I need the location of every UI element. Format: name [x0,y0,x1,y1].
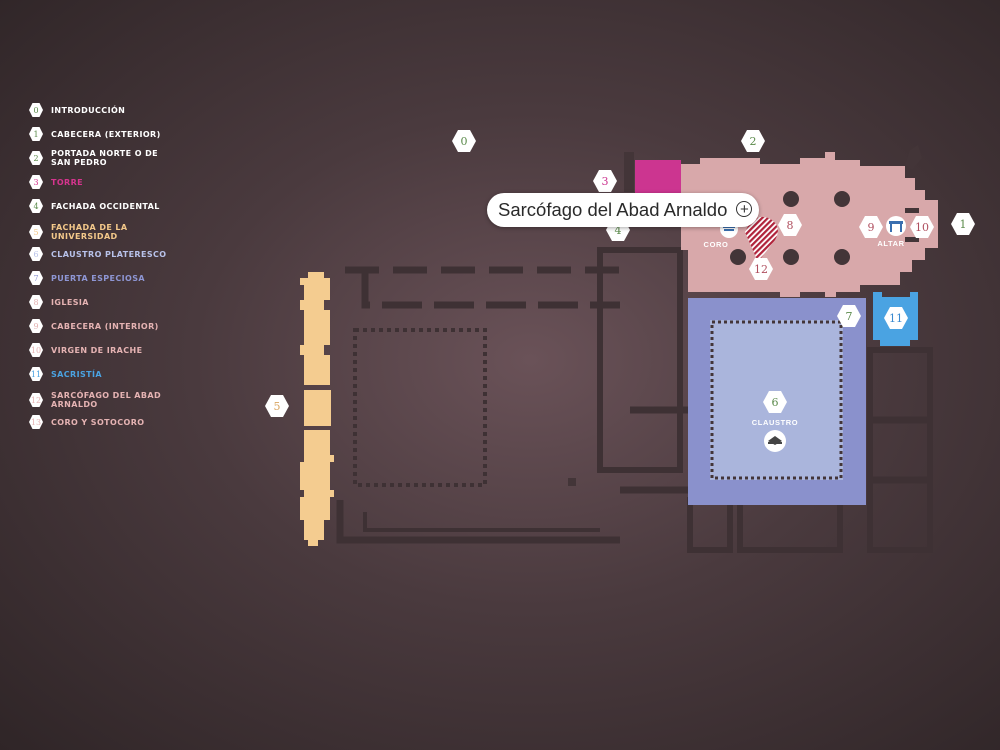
legend-hex-10: 10 [29,343,43,357]
legend-item-3[interactable]: 3 TORRE [29,175,171,189]
marker-12[interactable]: 12 [749,258,773,280]
legend-item-6[interactable]: 6 CLAUSTRO PLATERESCO [29,247,171,261]
svg-text:9: 9 [868,221,875,234]
svg-text:2: 2 [750,135,757,148]
svg-text:10: 10 [915,221,929,234]
legend-label: FACHADA DE LA UNIVERSIDAD [51,223,128,241]
sarcofago-area[interactable] [745,216,778,262]
svg-text:12: 12 [754,263,768,276]
legend-hex-7: 7 [29,271,43,285]
svg-text:0: 0 [461,135,468,148]
svg-text:7: 7 [846,310,853,323]
legend-hex-12: 12 [29,393,43,407]
legend-label: SARCÓFAGO DEL ABAD ARNALDO [51,391,161,409]
legend-hex-4: 4 [29,199,43,213]
label-claustro: CLAUSTRO [752,418,798,427]
legend-item-7[interactable]: 7 PUERTA ESPECIOSA [29,271,171,285]
legend-label: CABECERA (INTERIOR) [51,321,159,331]
marker-5[interactable]: 5 [265,395,289,417]
label-altar: ALTAR [877,239,904,248]
torre-area[interactable] [635,160,681,194]
legend-hex-13: 13 [29,415,43,429]
legend-hex-0: 0 [29,103,43,117]
svg-text:8: 8 [787,219,794,232]
marker-11[interactable]: 11 [884,307,908,329]
legend-label: IGLESIA [51,297,89,307]
legend-label: CABECERA (EXTERIOR) [51,129,161,139]
legend-item-9[interactable]: 9 CABECERA (INTERIOR) [29,319,171,333]
legend-item-10[interactable]: 10 VIRGEN DE IRACHE [29,343,171,357]
marker-8[interactable]: 8 [778,214,802,236]
legend-item-13[interactable]: 13 CORO Y SOTOCORO [29,415,171,429]
legend-label: INTRODUCCIÓN [51,105,126,115]
marker-10[interactable]: 10 [910,216,934,238]
legend-item-11[interactable]: 11 SACRISTÍA [29,367,171,381]
legend-label: VIRGEN DE IRACHE [51,345,143,355]
iglesia-area[interactable] [681,152,938,297]
plus-icon[interactable]: + [736,201,753,217]
marker-0[interactable]: 0 [452,130,476,152]
legend-hex-1: 1 [29,127,43,141]
legend-label: CORO Y SOTOCORO [51,417,145,427]
legend-label: TORRE [51,177,84,187]
legend-item-4[interactable]: 4 FACHADA OCCIDENTAL [29,199,171,213]
marker-3[interactable]: 3 [593,170,617,192]
svg-text:1: 1 [960,218,967,231]
marker-7[interactable]: 7 [837,305,861,327]
legend-hex-6: 6 [29,247,43,261]
marker-6[interactable]: 6 [763,391,787,413]
fachada-universidad-area[interactable] [300,272,334,546]
legend-item-8[interactable]: 8 IGLESIA [29,295,171,309]
legend-label: PUERTA ESPECIOSA [51,273,145,283]
legend-hex-9: 9 [29,319,43,333]
legend-hex-5: 5 [29,225,43,239]
label-coro: CORO [704,240,729,249]
legend-label: SACRISTÍA [51,369,102,379]
legend-item-1[interactable]: 1 CABECERA (EXTERIOR) [29,127,171,141]
legend-hex-8: 8 [29,295,43,309]
legend-item-0[interactable]: 0 INTRODUCCIÓN [29,103,171,117]
wall-detail [568,145,922,486]
altar-table-icon [886,216,906,236]
legend-item-12[interactable]: 12 SARCÓFAGO DEL ABAD ARNALDO [29,391,171,409]
svg-text:6: 6 [772,396,779,409]
legend-hex-2: 2 [29,151,43,165]
tooltip-title: Sarcófago del Abad Arnaldo [498,199,728,220]
svg-text:5: 5 [274,400,281,413]
svg-text:3: 3 [602,175,609,188]
marker-1[interactable]: 1 [951,213,975,235]
marker-9[interactable]: 9 [859,216,883,238]
claustro-fountain-icon [764,430,786,452]
marker-2[interactable]: 2 [741,130,765,152]
sarcofago-tooltip[interactable]: Sarcófago del Abad Arnaldo + [487,193,760,227]
svg-text:4: 4 [615,224,622,237]
legend-hex-11: 11 [29,367,43,381]
legend-hex-3: 3 [29,175,43,189]
legend-label: FACHADA OCCIDENTAL [51,201,160,211]
legend-label: PORTADA NORTE O DE SAN PEDRO [51,149,159,167]
legend-item-5[interactable]: 5 FACHADA DE LA UNIVERSIDAD [29,223,171,241]
legend-item-2[interactable]: 2 PORTADA NORTE O DE SAN PEDRO [29,149,171,167]
legend-label: CLAUSTRO PLATERESCO [51,249,167,259]
iglesia-columns [730,191,919,265]
svg-text:11: 11 [889,312,903,325]
